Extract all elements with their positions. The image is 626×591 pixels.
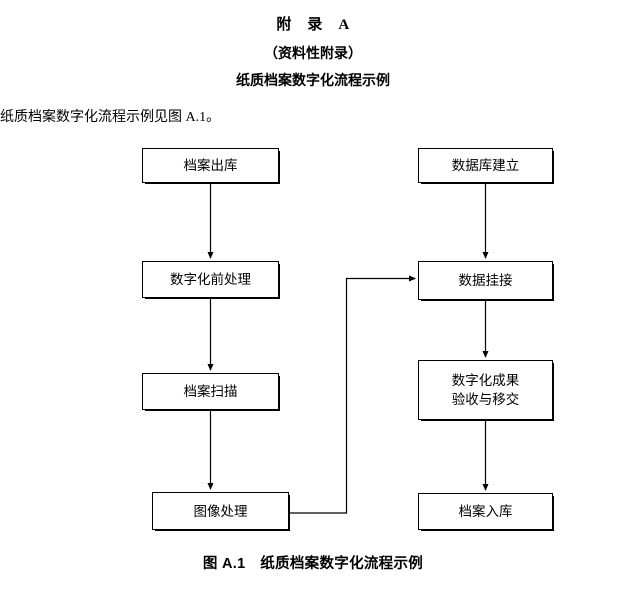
flowchart-diagram: 档案出库 数字化前处理 档案扫描 图像处理 数据库建立 数据挂接 数字化成果 验… <box>0 140 626 540</box>
flow-node-image-processing[interactable]: 图像处理 <box>152 492 289 530</box>
edge-image-processing-to-data-linking <box>289 275 416 514</box>
flow-node-database-build[interactable]: 数据库建立 <box>418 148 553 183</box>
flow-node-label: 数据库建立 <box>451 158 520 173</box>
appendix-title: 附 录 A <box>276 17 350 33</box>
appendix-subtitle: （资料性附录） <box>264 45 362 61</box>
flow-node-label: 档案入库 <box>458 504 513 519</box>
figure-caption: 图 A.1 纸质档案数字化流程示例 <box>202 556 424 572</box>
flow-node-label: 档案扫描 <box>183 384 238 399</box>
flow-node-label: 数字化前处理 <box>170 272 251 287</box>
appendix-heading: 纸质档案数字化流程示例 <box>236 72 390 88</box>
flow-node-label: 档案出库 <box>183 158 238 173</box>
flow-node-archive-scan[interactable]: 档案扫描 <box>142 373 279 410</box>
flow-node-label: 图像处理 <box>193 503 248 519</box>
flow-node-data-linking[interactable]: 数据挂接 <box>418 261 553 300</box>
intro-paragraph: 纸质档案数字化流程示例见图 A.1。 <box>0 110 221 125</box>
flow-node-pre-digitization[interactable]: 数字化前处理 <box>142 261 279 298</box>
flow-node-acceptance-handover[interactable]: 数字化成果 验收与移交 <box>418 360 553 420</box>
flowchart-connectors <box>207 183 489 514</box>
flow-node-label: 数据挂接 <box>458 273 513 288</box>
flow-node-archive-out[interactable]: 档案出库 <box>142 148 279 183</box>
flow-node-label-line2: 验收与移交 <box>451 392 520 407</box>
flow-node-archive-in[interactable]: 档案入库 <box>418 493 553 530</box>
flow-node-label: 数字化成果 <box>451 373 520 388</box>
